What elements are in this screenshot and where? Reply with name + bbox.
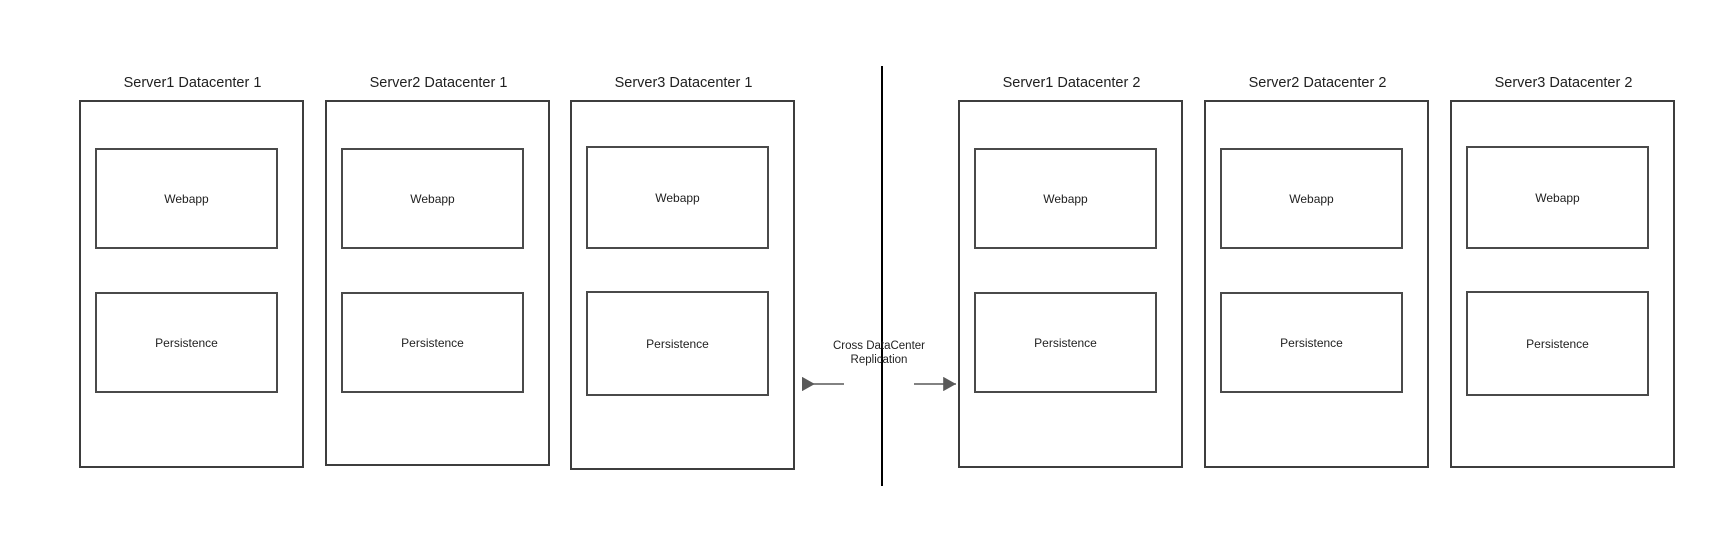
component-label: Persistence [1280,335,1343,350]
component-persistence-dc2-server1[interactable]: Persistence [974,292,1157,393]
component-label: Persistence [646,336,709,351]
server-box-dc1-server1[interactable]: Webapp Persistence [79,100,304,468]
component-label: Webapp [410,191,455,206]
component-webapp-dc2-server2[interactable]: Webapp [1220,148,1403,249]
server-box-dc2-server3[interactable]: Webapp Persistence [1450,100,1675,468]
datacenter-divider-line [881,66,883,486]
component-label: Persistence [401,335,464,350]
component-label: Webapp [655,190,700,205]
server-title-dc2-server2: Server2 Datacenter 2 [1248,75,1387,91]
component-label: Persistence [1526,336,1589,351]
server-title-dc1-server2: Server2 Datacenter 1 [369,75,508,91]
component-label: Webapp [1289,191,1334,206]
component-webapp-dc1-server2[interactable]: Webapp [341,148,524,249]
component-persistence-dc1-server1[interactable]: Persistence [95,292,278,393]
server-title-dc2-server3: Server3 Datacenter 2 [1494,75,1633,91]
component-persistence-dc1-server2[interactable]: Persistence [341,292,524,393]
server-box-dc2-server1[interactable]: Webapp Persistence [958,100,1183,468]
component-webapp-dc1-server3[interactable]: Webapp [586,146,769,249]
server-box-dc1-server2[interactable]: Webapp Persistence [325,100,550,466]
server-box-dc1-server3[interactable]: Webapp Persistence [570,100,795,470]
server-title-dc2-server1: Server1 Datacenter 2 [1002,75,1141,91]
replication-label-line2: Replication [850,354,908,366]
cross-datacenter-replication-connector: Cross DataCenter Replication [796,332,962,402]
component-persistence-dc2-server2[interactable]: Persistence [1220,292,1403,393]
component-label: Webapp [1043,191,1088,206]
replication-label-line1: Cross DataCenter [832,340,926,352]
server-box-dc2-server2[interactable]: Webapp Persistence [1204,100,1429,468]
component-label: Webapp [1535,190,1580,205]
component-label: Persistence [1034,335,1097,350]
replication-arrows-icon [802,376,956,392]
component-label: Webapp [164,191,209,206]
component-label: Persistence [155,335,218,350]
server-title-dc1-server3: Server3 Datacenter 1 [614,75,753,91]
server-title-dc1-server1: Server1 Datacenter 1 [123,75,262,91]
component-webapp-dc2-server3[interactable]: Webapp [1466,146,1649,249]
replication-label: Cross DataCenter Replication [796,339,962,367]
component-webapp-dc2-server1[interactable]: Webapp [974,148,1157,249]
component-persistence-dc2-server3[interactable]: Persistence [1466,291,1649,396]
component-webapp-dc1-server1[interactable]: Webapp [95,148,278,249]
component-persistence-dc1-server3[interactable]: Persistence [586,291,769,396]
